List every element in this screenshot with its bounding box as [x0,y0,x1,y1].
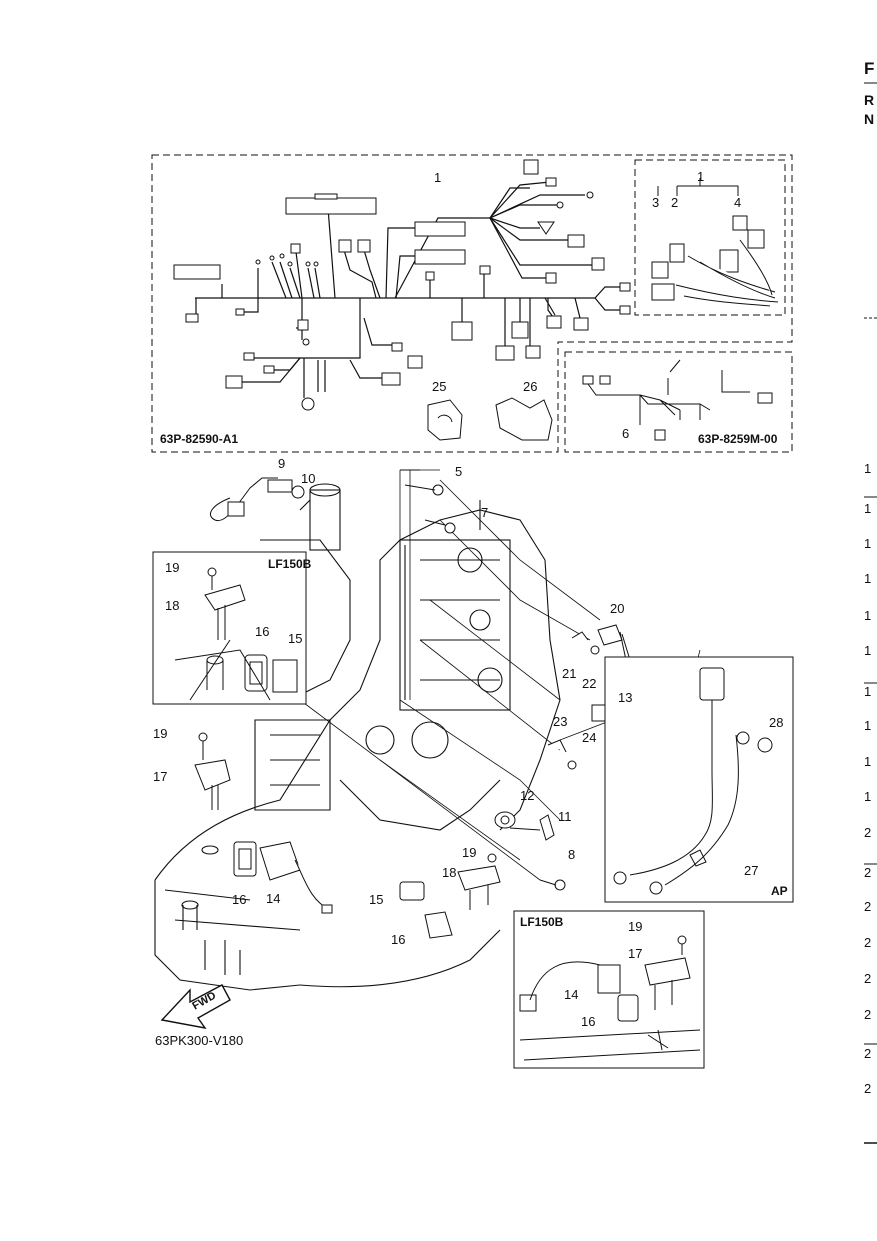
leader-lines [299,469,701,881]
callout-1: 1 [434,170,442,185]
callout-15: 15 [369,892,384,907]
ap-inset [604,656,794,903]
inset-title-lf150b-top: LF150B [268,557,312,571]
edge-number: 1 [864,684,872,699]
sub-harness-inset [582,359,773,441]
callout-8: 8 [568,847,576,862]
lower-center-parts [399,853,501,939]
harness-connectors [173,159,631,411]
callout-22: 22 [582,676,597,691]
edge-header-f: F [864,59,875,78]
callout-25: 25 [432,379,447,394]
callout-1: 1 [697,169,705,184]
diagram-ref-code: 63PK300-V180 [155,1033,244,1048]
callout-9: 9 [278,456,286,471]
callout-17: 17 [153,769,168,784]
callout-16: 16 [255,624,270,639]
callout-12: 12 [520,788,535,803]
callout-18: 18 [165,598,180,613]
wiring-harness [195,181,625,398]
edge-number: 1 [864,608,872,623]
callout-13: 13 [618,690,633,705]
edge-number: 2 [864,1007,872,1022]
harness-panel-border [151,154,793,453]
callout-5: 5 [455,464,463,479]
clamp-parts [427,397,553,441]
callout-20: 20 [610,601,625,616]
edge-header-r: R [864,92,875,108]
callout-15: 15 [288,631,303,646]
page-edge-rules [864,82,877,1144]
edge-number: 1 [864,643,872,658]
callout-26: 26 [523,379,538,394]
harness-main-code: 63P-82590-A1 [160,432,239,446]
callout-17: 17 [628,946,643,961]
inset-lf150b-bottom [513,910,705,1069]
edge-number: 1 [864,754,872,769]
callout-23: 23 [553,714,568,729]
connector-inset [651,178,779,307]
oil-sensor [210,477,305,522]
edge-number: 2 [864,1081,872,1096]
engine-block [154,469,561,991]
inset-title-ap: AP [771,884,788,898]
callout-24: 24 [582,730,597,745]
callout-18: 18 [442,865,457,880]
edge-number: 2 [864,899,872,914]
edge-number: 1 [864,789,872,804]
harness-sub-code: 63P-8259M-00 [698,432,778,446]
callout-16: 16 [581,1014,596,1029]
callout-21: 21 [562,666,577,681]
callout-19: 19 [462,845,477,860]
callout-2: 2 [671,195,679,210]
edge-header-n: N [864,111,875,127]
callout-19: 19 [153,726,168,741]
inset-title-lf150b-bottom: LF150B [520,915,564,929]
edge-number: 1 [864,536,872,551]
callout-4: 4 [734,195,742,210]
fwd-arrow [160,984,231,1030]
edge-number: 2 [864,971,872,986]
callout-16: 16 [391,932,406,947]
edge-number: 1 [864,718,872,733]
callout-7: 7 [481,505,489,520]
callout-14: 14 [564,987,579,1002]
sensor-parts [404,484,633,891]
callout-3: 3 [652,195,660,210]
callout-10: 10 [301,471,316,486]
edge-number: 2 [864,865,872,880]
callout-11: 11 [558,809,572,824]
callout-19: 19 [628,919,643,934]
edge-number: 2 [864,935,872,950]
callout-27: 27 [744,863,759,878]
edge-number: 2 [864,825,872,840]
edge-number: 2 [864,1046,872,1061]
callout-6: 6 [622,426,630,441]
callout-16: 16 [232,892,247,907]
callout-14: 14 [266,891,281,906]
edge-number: 1 [864,501,872,516]
callout-28: 28 [769,715,784,730]
callout-19: 19 [165,560,180,575]
edge-number: 1 [864,461,872,476]
edge-number: 1 [864,571,872,586]
lower-left-parts [194,732,333,914]
inset-lf150b-top [152,551,307,705]
